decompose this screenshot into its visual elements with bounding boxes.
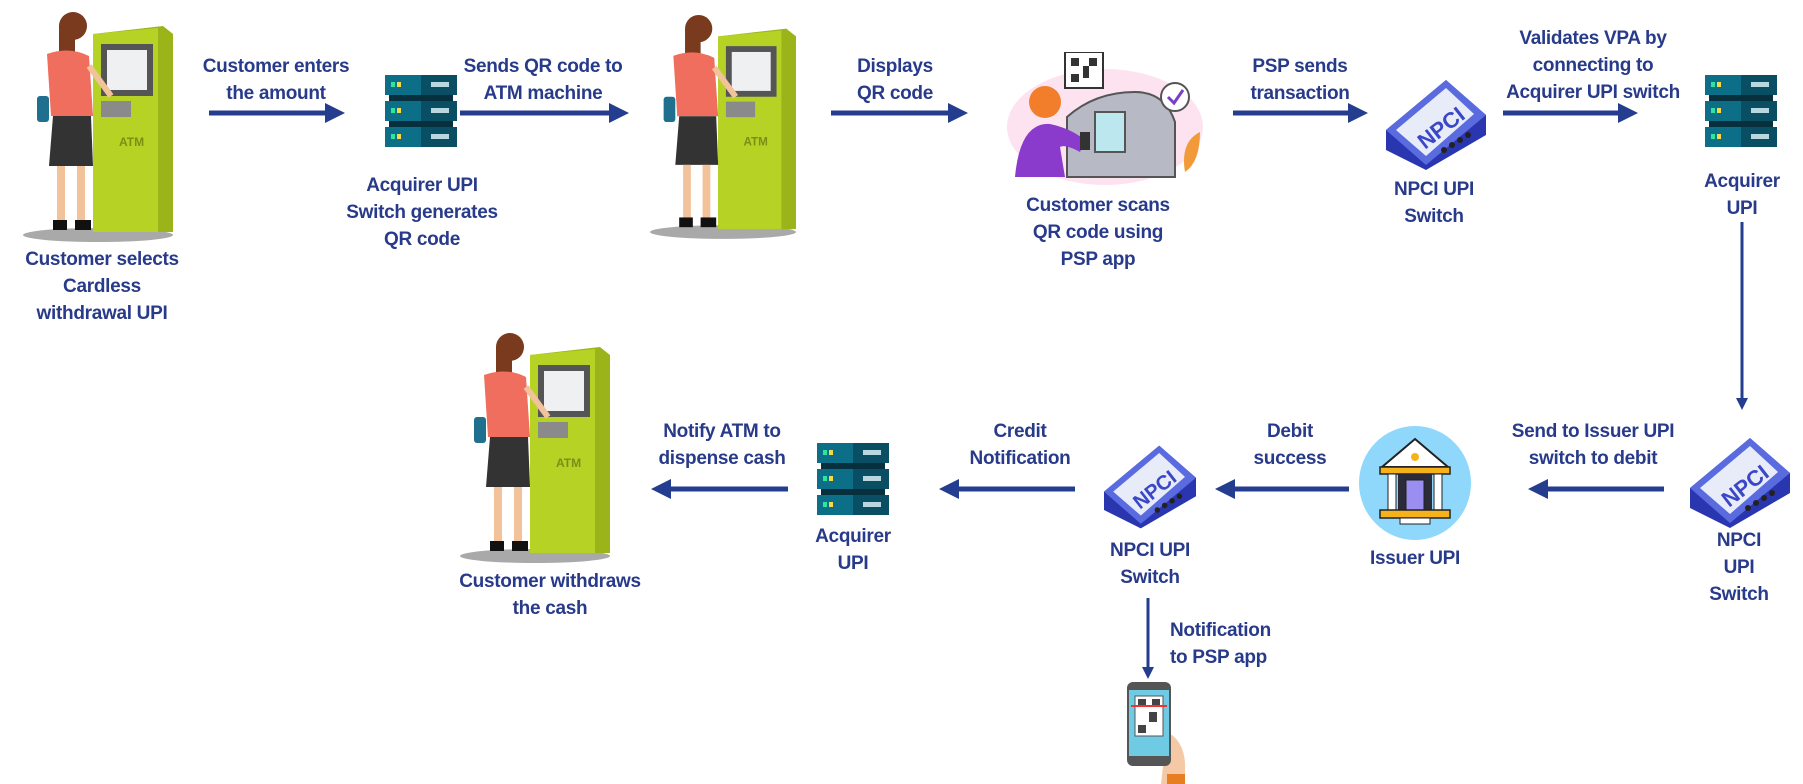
- edge-label-e2: Sends QR code to ATM machine: [463, 56, 623, 104]
- edge-label-e8: Credit Notification: [969, 421, 1071, 469]
- server-icon: [817, 443, 889, 515]
- npci-switch-icon: [1690, 437, 1790, 529]
- server-icon: [1705, 75, 1777, 147]
- edge-label-e10: Notification to PSP app: [1170, 620, 1271, 668]
- npci-switch-icon: [1104, 443, 1196, 531]
- edge-label-e6: Send to Issuer UPI switch to debit: [1511, 421, 1675, 469]
- node-label-acquirer-upi-2: Acquirer UPI: [815, 526, 891, 574]
- edge-label-e1: Customer enters the amount: [202, 56, 350, 104]
- node-label-npci-2: NPCI UPI Switch: [1709, 530, 1769, 605]
- atm-customer-icon: [23, 6, 173, 242]
- node-label-npci-3: NPCI UPI Switch: [1110, 540, 1190, 588]
- atm-customer-icon: [460, 326, 610, 564]
- node-label-customer-scan: Customer scans QR code using PSP app: [1026, 195, 1170, 270]
- node-label-npci-1: NPCI UPI Switch: [1394, 179, 1474, 227]
- node-label-atm-start: Customer selects Cardless withdrawal UPI: [25, 249, 179, 324]
- npci-switch-icon: [1386, 80, 1486, 170]
- phone-qr-icon: [1127, 682, 1185, 784]
- node-label-issuer-upi: Issuer UPI: [1370, 548, 1460, 569]
- server-icon: [385, 75, 457, 147]
- customer-scan-qr-icon: [1007, 52, 1203, 185]
- node-label-acquirer-qr: Acquirer UPI Switch generates QR code: [346, 175, 498, 250]
- edge-label-e4: PSP sends transaction: [1250, 56, 1350, 104]
- bank-icon: [1359, 426, 1471, 540]
- node-label-atm-end: Customer withdraws the cash: [459, 571, 641, 619]
- edge-label-e7: Debit success: [1253, 421, 1327, 469]
- edge-label-e3: Displays QR code: [856, 56, 934, 104]
- atm-customer-icon: [650, 6, 796, 242]
- edge-label-e5: Validates VPA by connecting to Acquirer …: [1506, 28, 1680, 103]
- node-label-acquirer-upi-1: Acquirer UPI: [1704, 171, 1780, 219]
- edge-label-e9: Notify ATM to dispense cash: [658, 421, 786, 469]
